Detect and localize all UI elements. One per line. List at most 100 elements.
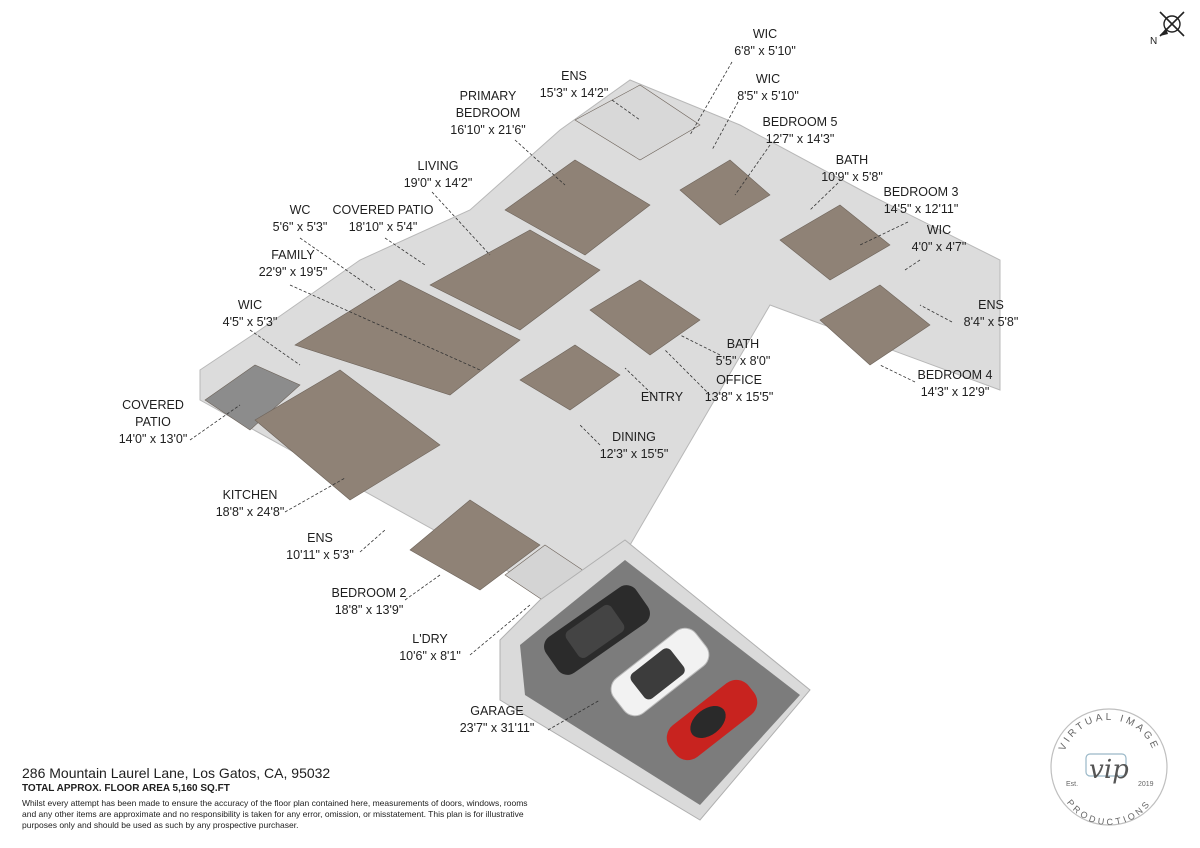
room-name: BATH (726, 337, 760, 351)
leader-lines (189, 61, 953, 731)
room-label-office: OFFICE 13'8" x 15'5" (705, 372, 774, 406)
camera-icon (1085, 753, 1127, 777)
room-dimensions: 4'5" x 5'3" (222, 315, 278, 329)
room-name: L'DRY (412, 632, 448, 646)
room-name: COVERED PATIO (332, 203, 434, 217)
room-name: GARAGE (470, 704, 524, 718)
room-label-ens-1: ENS 15'3" x 14'2" (540, 68, 609, 102)
room-name: ENS (978, 298, 1004, 312)
disclaimer: Whilst every attempt has been made to en… (22, 798, 528, 830)
floor-ens (574, 84, 701, 161)
room-label-dining: DINING 12'3" x 15'5" (600, 429, 669, 463)
room-dimensions: 10'9" x 5'8" (821, 170, 883, 184)
compass-north-label: N (1150, 36, 1157, 46)
room-dimensions: 10'6" x 8'1" (399, 649, 461, 663)
room-label-bedroom-5: BEDROOM 5 12'7" x 14'3" (762, 114, 837, 148)
room-label-wic-1: WIC 6'8" x 5'10" (734, 26, 796, 60)
floor-bedroom4 (819, 284, 931, 366)
floor-bedroom2 (409, 499, 541, 591)
floor-bedroom3 (779, 204, 891, 281)
svg-text:VIRTUAL IMAGE: VIRTUAL IMAGE (1057, 712, 1161, 753)
room-dimensions: 5'6" x 5'3" (272, 220, 328, 234)
room-name: BATH (835, 153, 869, 167)
floor-office (589, 279, 701, 356)
floor-bedroom5 (679, 159, 771, 226)
room-dimensions: 19'0" x 14'2" (403, 176, 473, 190)
room-label-ens-3: ENS 10'11" x 5'3" (286, 530, 354, 564)
floor-kitchen (254, 369, 441, 501)
room-dimensions: 14'5" x 12'11" (883, 202, 959, 216)
car-red (666, 679, 758, 761)
room-label-wic-2: WIC 8'5" x 5'10" (737, 71, 799, 105)
logo-top-text: VIRTUAL IMAGE (1057, 712, 1158, 753)
room-name: DINING (612, 430, 656, 444)
room-label-bedroom-3: BEDROOM 3 14'5" x 12'11" (883, 184, 958, 218)
room-label-wic-3: WIC 4'0" x 4'7" (912, 222, 967, 256)
room-dimensions: 8'4" x 5'8" (963, 315, 1019, 329)
room-label-entry: ENTRY (641, 389, 683, 406)
room-dimensions: 12'3" x 15'5" (599, 447, 669, 461)
logo-est: Est. (1066, 781, 1078, 788)
room-label-living: LIVING 19'0" x 14'2" (404, 158, 473, 192)
room-dimensions: 12'7" x 14'3" (765, 132, 835, 146)
car-white (610, 627, 710, 717)
room-dimensions: 14'3" x 12'9" (920, 385, 990, 399)
room-name: OFFICE (716, 373, 762, 387)
room-label-laundry: L'DRY 10'6" x 8'1" (399, 631, 461, 665)
house-floors (204, 84, 931, 606)
room-dimensions: 15'3" x 14'2" (539, 86, 609, 100)
room-name: ENS (307, 531, 333, 545)
room-name: BEDROOM 4 (917, 368, 993, 382)
room-name: WIC (926, 223, 952, 237)
floor-living (429, 229, 601, 331)
room-name: ENS (561, 69, 587, 83)
floor-family (294, 279, 521, 396)
property-address: 286 Mountain Laurel Lane, Los Gatos, CA,… (22, 765, 331, 781)
room-label-wic-4: WIC 4'5" x 5'3" (223, 297, 278, 331)
room-label-bath-2: BATH 5'5" x 8'0" (716, 336, 771, 370)
room-dimensions: 22'9" x 19'5" (258, 265, 328, 279)
car-black (544, 585, 650, 675)
logo-year: 2019 (1138, 781, 1154, 788)
room-dimensions: 16'10" x 21'6" (450, 123, 526, 137)
compass-icon: N (1146, 6, 1194, 47)
room-label-bedroom-2: BEDROOM 2 18'8" x 13'9" (331, 585, 406, 619)
room-dimensions: 14'0" x 13'0" (118, 432, 188, 446)
room-name: BEDROOM 2 (331, 586, 407, 600)
brand-logo: VIRTUAL IMAGE PRODUCTIONS vip Est. 2019 (1044, 702, 1174, 832)
room-dimensions: 13'8" x 15'5" (704, 390, 774, 404)
room-name: WIC (755, 72, 781, 86)
room-label-bedroom-4: BEDROOM 4 14'3" x 12'9" (917, 367, 992, 401)
room-name: ENTRY (640, 390, 684, 404)
logo-bottom-text: PRODUCTIONS (1065, 798, 1150, 828)
room-dimensions: 18'10" x 5'4" (348, 220, 418, 234)
room-label-kitchen: KITCHEN 18'8" x 24'8" (216, 487, 285, 521)
room-label-family: FAMILY 22'9" x 19'5" (259, 247, 328, 281)
logo-monogram: vip (1089, 755, 1129, 785)
room-label-covered-patio-1: COVERED PATIO 18'10" x 5'4" (333, 202, 434, 236)
room-dimensions: 5'5" x 8'0" (715, 354, 771, 368)
room-name: WC (289, 203, 311, 217)
floor-dining (519, 344, 621, 411)
room-name: FAMILY (271, 248, 315, 262)
room-dimensions: 18'8" x 13'9" (334, 603, 404, 617)
room-dimensions: 8'5" x 5'10" (737, 89, 799, 103)
floor-area: TOTAL APPROX. FLOOR AREA 5,160 SQ.FT (22, 783, 230, 794)
room-name: WIC (752, 27, 778, 41)
svg-text:PRODUCTIONS: PRODUCTIONS (1065, 798, 1153, 828)
room-name: WIC (237, 298, 263, 312)
room-label-garage: GARAGE 23'7" x 31'11" (460, 703, 535, 737)
room-label-ens-2: ENS 8'4" x 5'8" (964, 297, 1019, 331)
room-label-wc: WC 5'6" x 5'3" (273, 202, 328, 236)
room-dimensions: 10'11" x 5'3" (286, 548, 354, 562)
room-dimensions: 23'7" x 31'11" (459, 721, 535, 735)
room-label-bath-1: BATH 10'9" x 5'8" (821, 152, 883, 186)
room-name: BEDROOM 3 (883, 185, 959, 199)
room-name: KITCHEN (222, 488, 278, 502)
floor-patio (204, 364, 301, 431)
